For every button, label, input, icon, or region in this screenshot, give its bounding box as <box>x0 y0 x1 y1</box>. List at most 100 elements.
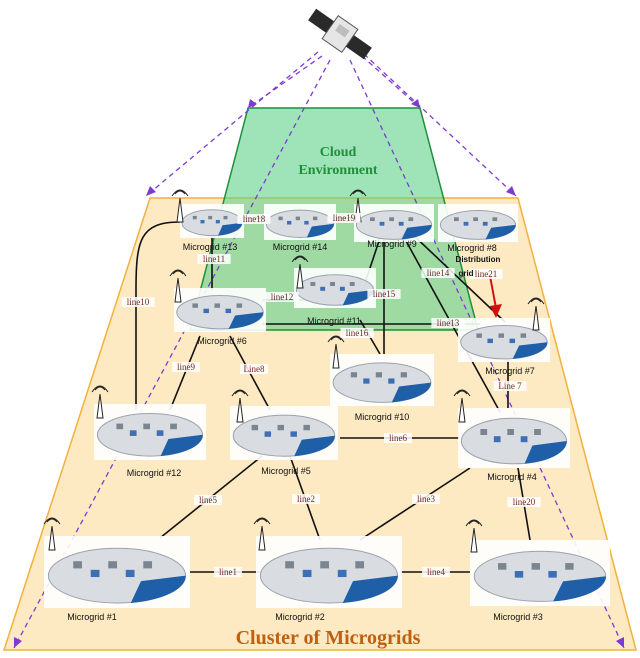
line-label-9: line9 <box>172 362 200 372</box>
svg-text:line1: line1 <box>219 567 237 577</box>
building-icon <box>285 561 294 569</box>
building-icon <box>375 372 382 378</box>
microgrid-label: Microgrid #10 <box>355 412 410 422</box>
svg-text:line12: line12 <box>271 292 294 302</box>
building-icon <box>312 216 318 221</box>
building-icon <box>509 338 516 344</box>
building-icon <box>388 378 395 384</box>
power-line-9 <box>169 335 201 411</box>
building-icon <box>290 431 297 437</box>
building-icon <box>463 221 469 226</box>
microgrid-island-11 <box>294 268 376 308</box>
building-icon <box>492 217 498 222</box>
svg-text:line9: line9 <box>177 362 195 372</box>
line-label-3: line3 <box>412 494 440 504</box>
satellite-link-arrowheads <box>14 99 624 648</box>
microgrid-label: Microgrid #7 <box>485 366 535 376</box>
svg-text:line13: line13 <box>437 318 460 328</box>
building-icon <box>277 424 284 431</box>
line-label-6: line6 <box>384 433 412 443</box>
building-icon <box>90 569 100 578</box>
cluster-title: Cluster of Microgrids <box>236 627 421 649</box>
tower-icon <box>465 519 483 553</box>
microgrid-label: Microgrid #13 <box>183 242 238 252</box>
microgrid-island-14 <box>264 204 336 240</box>
building-icon <box>116 423 124 430</box>
svg-text:line5: line5 <box>199 495 217 505</box>
microgrid-label: Microgrid #1 <box>67 612 117 622</box>
building-icon <box>302 569 312 578</box>
svg-text:line3: line3 <box>417 494 435 504</box>
distribution-arrow <box>489 275 502 318</box>
svg-text:line16: line16 <box>346 328 369 338</box>
line-label-20: line20 <box>507 497 541 507</box>
tower-icon <box>527 297 545 331</box>
water-area <box>485 224 516 240</box>
building-icon <box>143 561 153 569</box>
building-icon <box>565 563 574 570</box>
line-label-15: line15 <box>367 289 401 299</box>
building-icon <box>330 282 335 286</box>
svg-text:line18: line18 <box>243 214 266 224</box>
microgrid-island-10 <box>330 354 434 406</box>
water-area <box>294 435 335 457</box>
microgrid-label: Microgrid #2 <box>275 612 325 622</box>
water-area <box>228 312 264 329</box>
building-icon <box>520 436 528 443</box>
water-area <box>342 575 398 603</box>
line-label-18: line18 <box>237 214 271 224</box>
svg-text:line10: line10 <box>127 297 150 307</box>
building-icon <box>304 220 309 225</box>
building-icon <box>339 286 345 291</box>
tower-icon <box>171 189 189 223</box>
water-area <box>524 441 567 464</box>
line-label-14: line14 <box>421 268 455 278</box>
building-icon <box>480 429 488 435</box>
svg-text:line6: line6 <box>389 433 407 443</box>
tower-icon <box>169 269 187 303</box>
line-label-13: line13 <box>431 318 465 328</box>
svg-text:line15: line15 <box>373 289 396 299</box>
water-area <box>130 575 186 603</box>
building-icon <box>208 215 213 220</box>
water-area <box>218 222 243 236</box>
tower-icon <box>291 255 309 289</box>
building-icon <box>363 378 370 384</box>
building-icon <box>337 569 347 578</box>
tower-icon <box>231 389 249 423</box>
tower-icon <box>43 517 61 551</box>
microgrid-island-5 <box>230 406 338 460</box>
building-icon <box>310 282 316 286</box>
svg-text:line14: line14 <box>427 268 450 278</box>
microgrid-island-13 <box>180 204 244 238</box>
building-icon <box>548 571 557 578</box>
building-icon <box>514 571 524 578</box>
line-label-5: line5 <box>194 495 222 505</box>
microgrid-label: Microgrid #11 <box>307 316 361 326</box>
building-icon <box>370 217 375 222</box>
towers <box>43 189 545 553</box>
line-label-4: line4 <box>422 567 450 577</box>
line-label-2: line2 <box>292 494 320 504</box>
water-area <box>391 382 431 403</box>
satellite-link-right-inner <box>361 55 421 109</box>
building-icon <box>454 217 459 222</box>
line-label-8: Line8 <box>240 364 268 374</box>
water-area <box>342 290 374 306</box>
building-icon <box>129 430 137 436</box>
building-icon <box>170 423 177 430</box>
microgrid-label: Microgrid #14 <box>273 242 328 252</box>
building-icon <box>303 424 310 431</box>
building-icon <box>156 430 164 436</box>
svg-text:line20: line20 <box>513 497 536 507</box>
building-icon <box>192 303 198 308</box>
microgrid-island-2 <box>256 536 402 608</box>
building-icon <box>487 338 493 344</box>
tower-icon <box>253 517 271 551</box>
microgrid-label: Microgrid #12 <box>127 468 182 478</box>
building-icon <box>520 333 527 338</box>
line-label-1: line1 <box>214 567 242 577</box>
water-area <box>553 576 606 602</box>
building-icon <box>236 303 243 308</box>
